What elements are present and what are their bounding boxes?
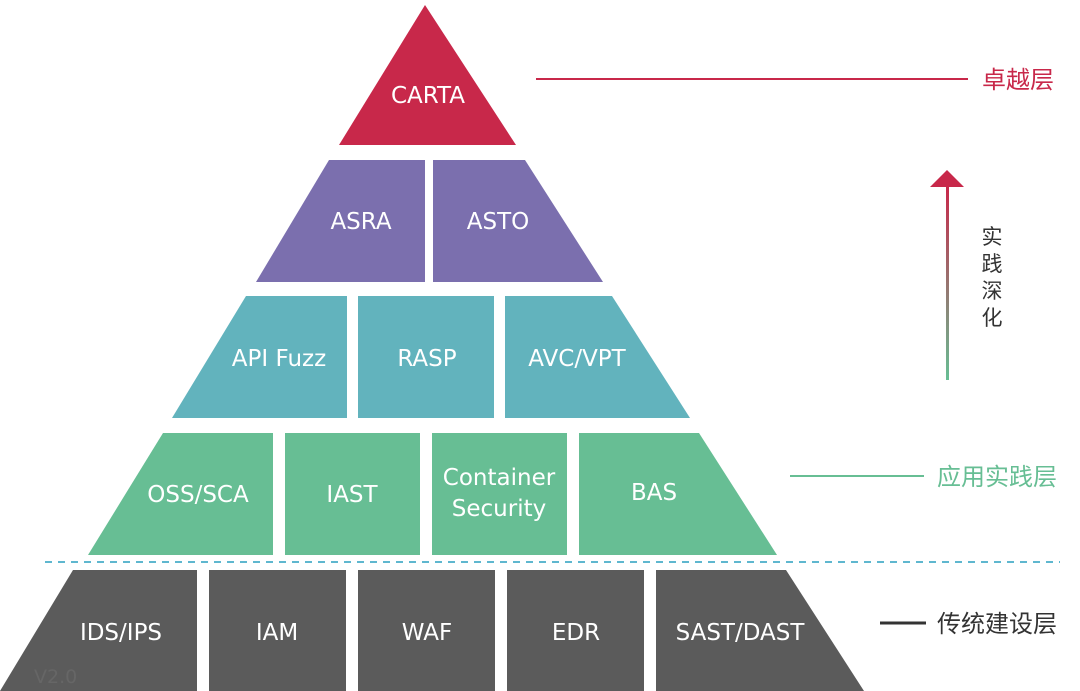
tier4-cell-oss-sca-label: OSS/SCA [147,482,249,508]
tier3-cell-api-fuzz-shape [172,296,347,418]
tier5-cell-edr-label: EDR [552,620,600,646]
tier4-cell-bas-shape [579,433,777,555]
legend-excellence-label: 卓越层 [982,66,1054,94]
version-label: V2.0 [34,666,77,688]
deepening-arrow-head-icon [930,170,964,187]
tier3-cell-api-fuzz-label: API Fuzz [232,346,326,372]
tier4-cell-iast-shape [285,433,420,555]
tier4-cell-iast-label: IAST [326,482,378,508]
tier5-cell-ids-ips-label: IDS/IPS [80,620,162,646]
deepening-label-char-2: 践 [982,252,1003,276]
tier4-cell-oss-sca-shape [88,433,273,555]
deepening-label-char-4: 化 [982,306,1003,330]
legend-application-label: 应用实践层 [937,463,1057,491]
tier-carta-shape [339,5,516,145]
tier3-cell-rasp-label: RASP [397,346,456,372]
legend-traditional-label: 传统建设层 [937,610,1057,638]
deepening-label-char-3: 深 [982,279,1003,303]
tier2-cell-asto-label: ASTO [467,209,530,235]
tier5-cell-waf-label: WAF [402,620,452,646]
tier5-cell-waf-shape [358,570,495,691]
tier5-cell-edr-shape [507,570,644,691]
tier4-cell-container-security-shape [432,433,567,555]
tier5-cell-iam-label: IAM [256,620,298,646]
tier2-cell-asra-label: ASRA [330,209,391,235]
tier5-cell-ids-ips-shape [0,570,197,691]
tier3-cell-avc-vpt-label: AVC/VPT [528,346,626,372]
deepening-arrow [930,170,964,380]
tier3-cell-avc-vpt-shape [505,296,690,418]
tier5-cell-sast-dast-label: SAST/DAST [676,620,806,646]
tier-carta-label: CARTA [391,83,465,109]
tier2-cell-asra-shape [256,160,425,282]
tier4-cell-bas-label: BAS [631,480,677,506]
tier5-cell-sast-dast-shape [656,570,864,691]
tier2-cell-asto-shape [433,160,603,282]
deepening-label-char-1: 实 [982,225,1003,249]
deepening-arrow-shaft [946,186,949,380]
tier3-cell-rasp-shape [358,296,494,418]
tier5-cell-iam-shape [209,570,346,691]
